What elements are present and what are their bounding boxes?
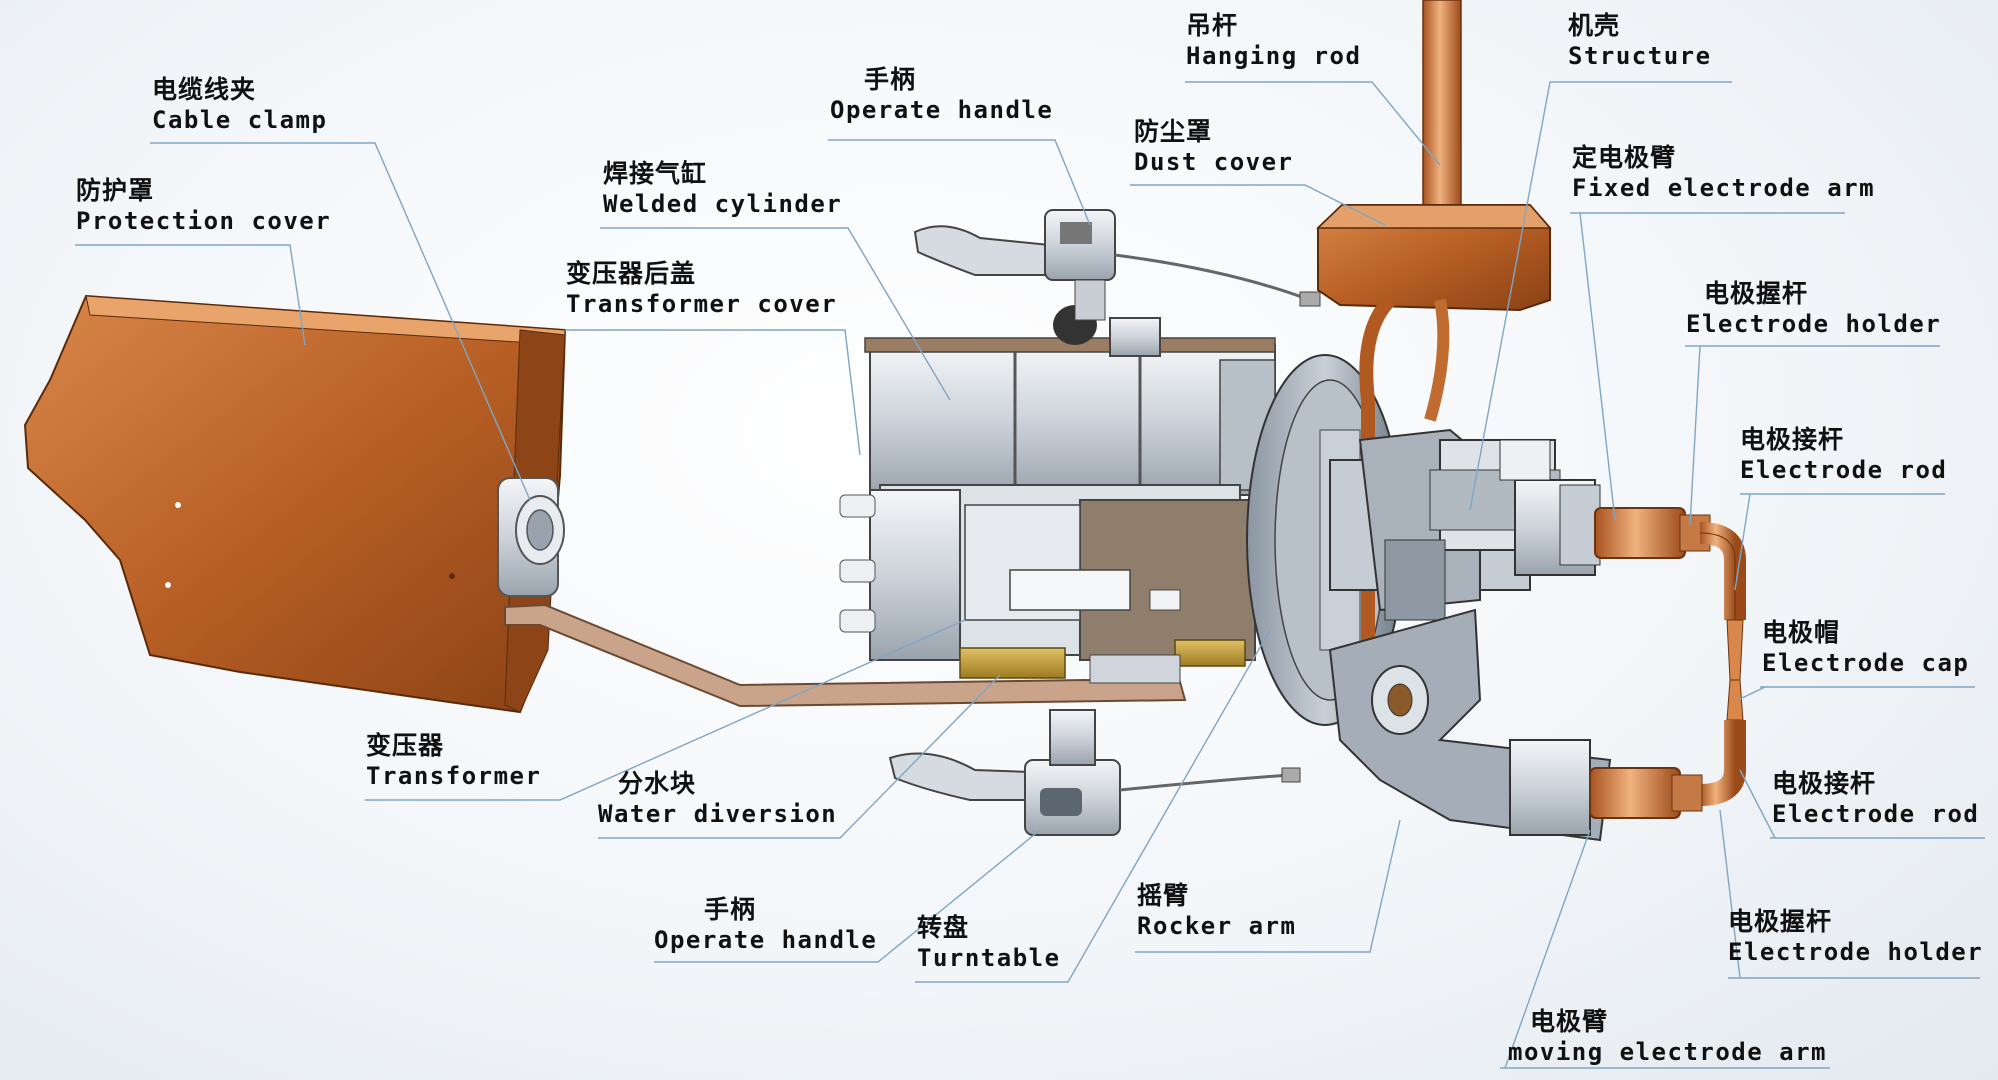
label-rocker-arm-zh: 摇臂 (1137, 881, 1190, 910)
label-electrode-holder-top: 电极握杆 Electrode holder (1686, 278, 1941, 339)
label-electrode-cap-en: Electrode cap (1762, 649, 1970, 678)
label-electrode-holder-bottom-en: Electrode holder (1728, 938, 1984, 967)
label-electrode-rod-bottom-en: Electrode rod (1772, 800, 1980, 829)
label-electrode-rod-bottom-zh: 电极接杆 (1772, 769, 1877, 798)
label-dust-cover-en: Dust cover (1134, 148, 1294, 177)
label-operate-handle-top-en: Operate handle (830, 96, 1054, 125)
label-dust-cover: 防尘罩 Dust cover (1134, 116, 1294, 177)
electrode-holder-top-part (1594, 507, 1711, 559)
label-dust-cover-zh: 防尘罩 (1134, 117, 1213, 146)
label-turntable-en: Turntable (917, 944, 1061, 973)
label-electrode-rod-top-en: Electrode rod (1740, 456, 1948, 485)
label-moving-electrode-arm-en: moving electrode arm (1508, 1038, 1827, 1067)
label-electrode-holder-bottom: 电极握杆 Electrode holder (1728, 906, 1983, 967)
label-turntable: 转盘 Turntable (917, 912, 1061, 973)
label-electrode-rod-bottom: 电极接杆 Electrode rod (1772, 768, 1979, 829)
label-cable-clamp-en: Cable clamp (152, 106, 328, 135)
cable-strap-part (504, 603, 1187, 708)
label-welded-cylinder-zh: 焊接气缸 (603, 159, 708, 188)
label-welded-cylinder: 焊接气缸 Welded cylinder (603, 158, 842, 219)
label-rocker-arm: 摇臂 Rocker arm (1137, 880, 1297, 941)
water-diversion-part (959, 639, 1246, 684)
label-transformer-cover: 变压器后盖 Transformer cover (566, 258, 837, 319)
water-pipe-part (1359, 295, 1396, 740)
label-fixed-electrode-arm-en: Fixed electrode arm (1572, 174, 1876, 203)
label-fixed-electrode-arm-zh: 定电极臂 (1572, 143, 1677, 172)
label-structure: 机壳 Structure (1568, 10, 1712, 71)
label-electrode-holder-top-zh: 电极握杆 (1704, 279, 1809, 308)
label-electrode-rod-top: 电极接杆 Electrode rod (1740, 424, 1947, 485)
transformer-part (839, 484, 1256, 661)
label-water-diversion: 分水块 Water diversion (598, 768, 837, 829)
label-moving-electrode-arm-zh: 电极臂 (1530, 1007, 1609, 1036)
label-operate-handle-bottom-en: Operate handle (654, 926, 878, 955)
label-protection-cover-zh: 防护罩 (76, 176, 155, 205)
label-fixed-electrode-arm: 定电极臂 Fixed electrode arm (1572, 142, 1875, 203)
label-structure-en: Structure (1568, 42, 1712, 71)
label-operate-handle-top: 手柄 Operate handle (830, 64, 1053, 125)
electrode-cap-part (1726, 619, 1744, 721)
label-electrode-cap: 电极帽 Electrode cap (1762, 617, 1969, 678)
label-moving-electrode-arm: 电极臂 moving electrode arm (1508, 1006, 1827, 1067)
label-hanging-rod-en: Hanging rod (1186, 42, 1362, 71)
label-hanging-rod-zh: 吊杆 (1186, 11, 1239, 40)
label-operate-handle-top-zh: 手柄 (864, 65, 917, 94)
label-cable-clamp-zh: 电缆线夹 (152, 75, 257, 104)
welded-cylinder-part (864, 337, 1276, 496)
label-electrode-rod-top-zh: 电极接杆 (1740, 425, 1845, 454)
operate-handle-top-part (913, 209, 1321, 357)
water-pipe-2-part (1424, 298, 1450, 422)
label-cable-clamp: 电缆线夹 Cable clamp (152, 74, 327, 135)
hanging-rod-part (1422, 0, 1462, 226)
electrode-holder-bottom-part (1589, 767, 1703, 819)
label-electrode-holder-top-en: Electrode holder (1686, 310, 1942, 339)
label-operate-handle-bottom-zh: 手柄 (704, 895, 757, 924)
label-structure-zh: 机壳 (1568, 11, 1621, 40)
label-electrode-holder-bottom-zh: 电极握杆 (1728, 907, 1833, 936)
label-operate-handle-bottom: 手柄 Operate handle (654, 894, 877, 955)
leader-lines (75, 81, 1985, 1069)
operate-handle-bottom-part (888, 709, 1301, 836)
label-hanging-rod: 吊杆 Hanging rod (1186, 10, 1361, 71)
label-turntable-zh: 转盘 (917, 913, 970, 942)
cable-clamp-part (497, 477, 565, 597)
label-transformer: 变压器 Transformer (366, 730, 541, 791)
label-protection-cover: 防护罩 Protection cover (76, 175, 331, 236)
label-water-diversion-en: Water diversion (598, 800, 838, 829)
structure-part (1329, 428, 1601, 621)
label-protection-cover-en: Protection cover (76, 207, 332, 236)
label-transformer-cover-en: Transformer cover (566, 290, 838, 319)
label-transformer-cover-zh: 变压器后盖 (566, 259, 697, 288)
electrode-rod-bottom-part (1699, 720, 1746, 806)
electrode-rod-top-part (1699, 522, 1746, 620)
dust-cover-part (1316, 204, 1552, 312)
protection-cover-part (23, 294, 567, 714)
label-water-diversion-zh: 分水块 (618, 769, 697, 798)
label-welded-cylinder-en: Welded cylinder (603, 190, 843, 219)
label-transformer-zh: 变压器 (366, 731, 445, 760)
label-transformer-en: Transformer (366, 762, 542, 791)
label-electrode-cap-zh: 电极帽 (1762, 618, 1841, 647)
label-rocker-arm-en: Rocker arm (1137, 912, 1297, 941)
rocker-arm-part (1328, 608, 1612, 842)
